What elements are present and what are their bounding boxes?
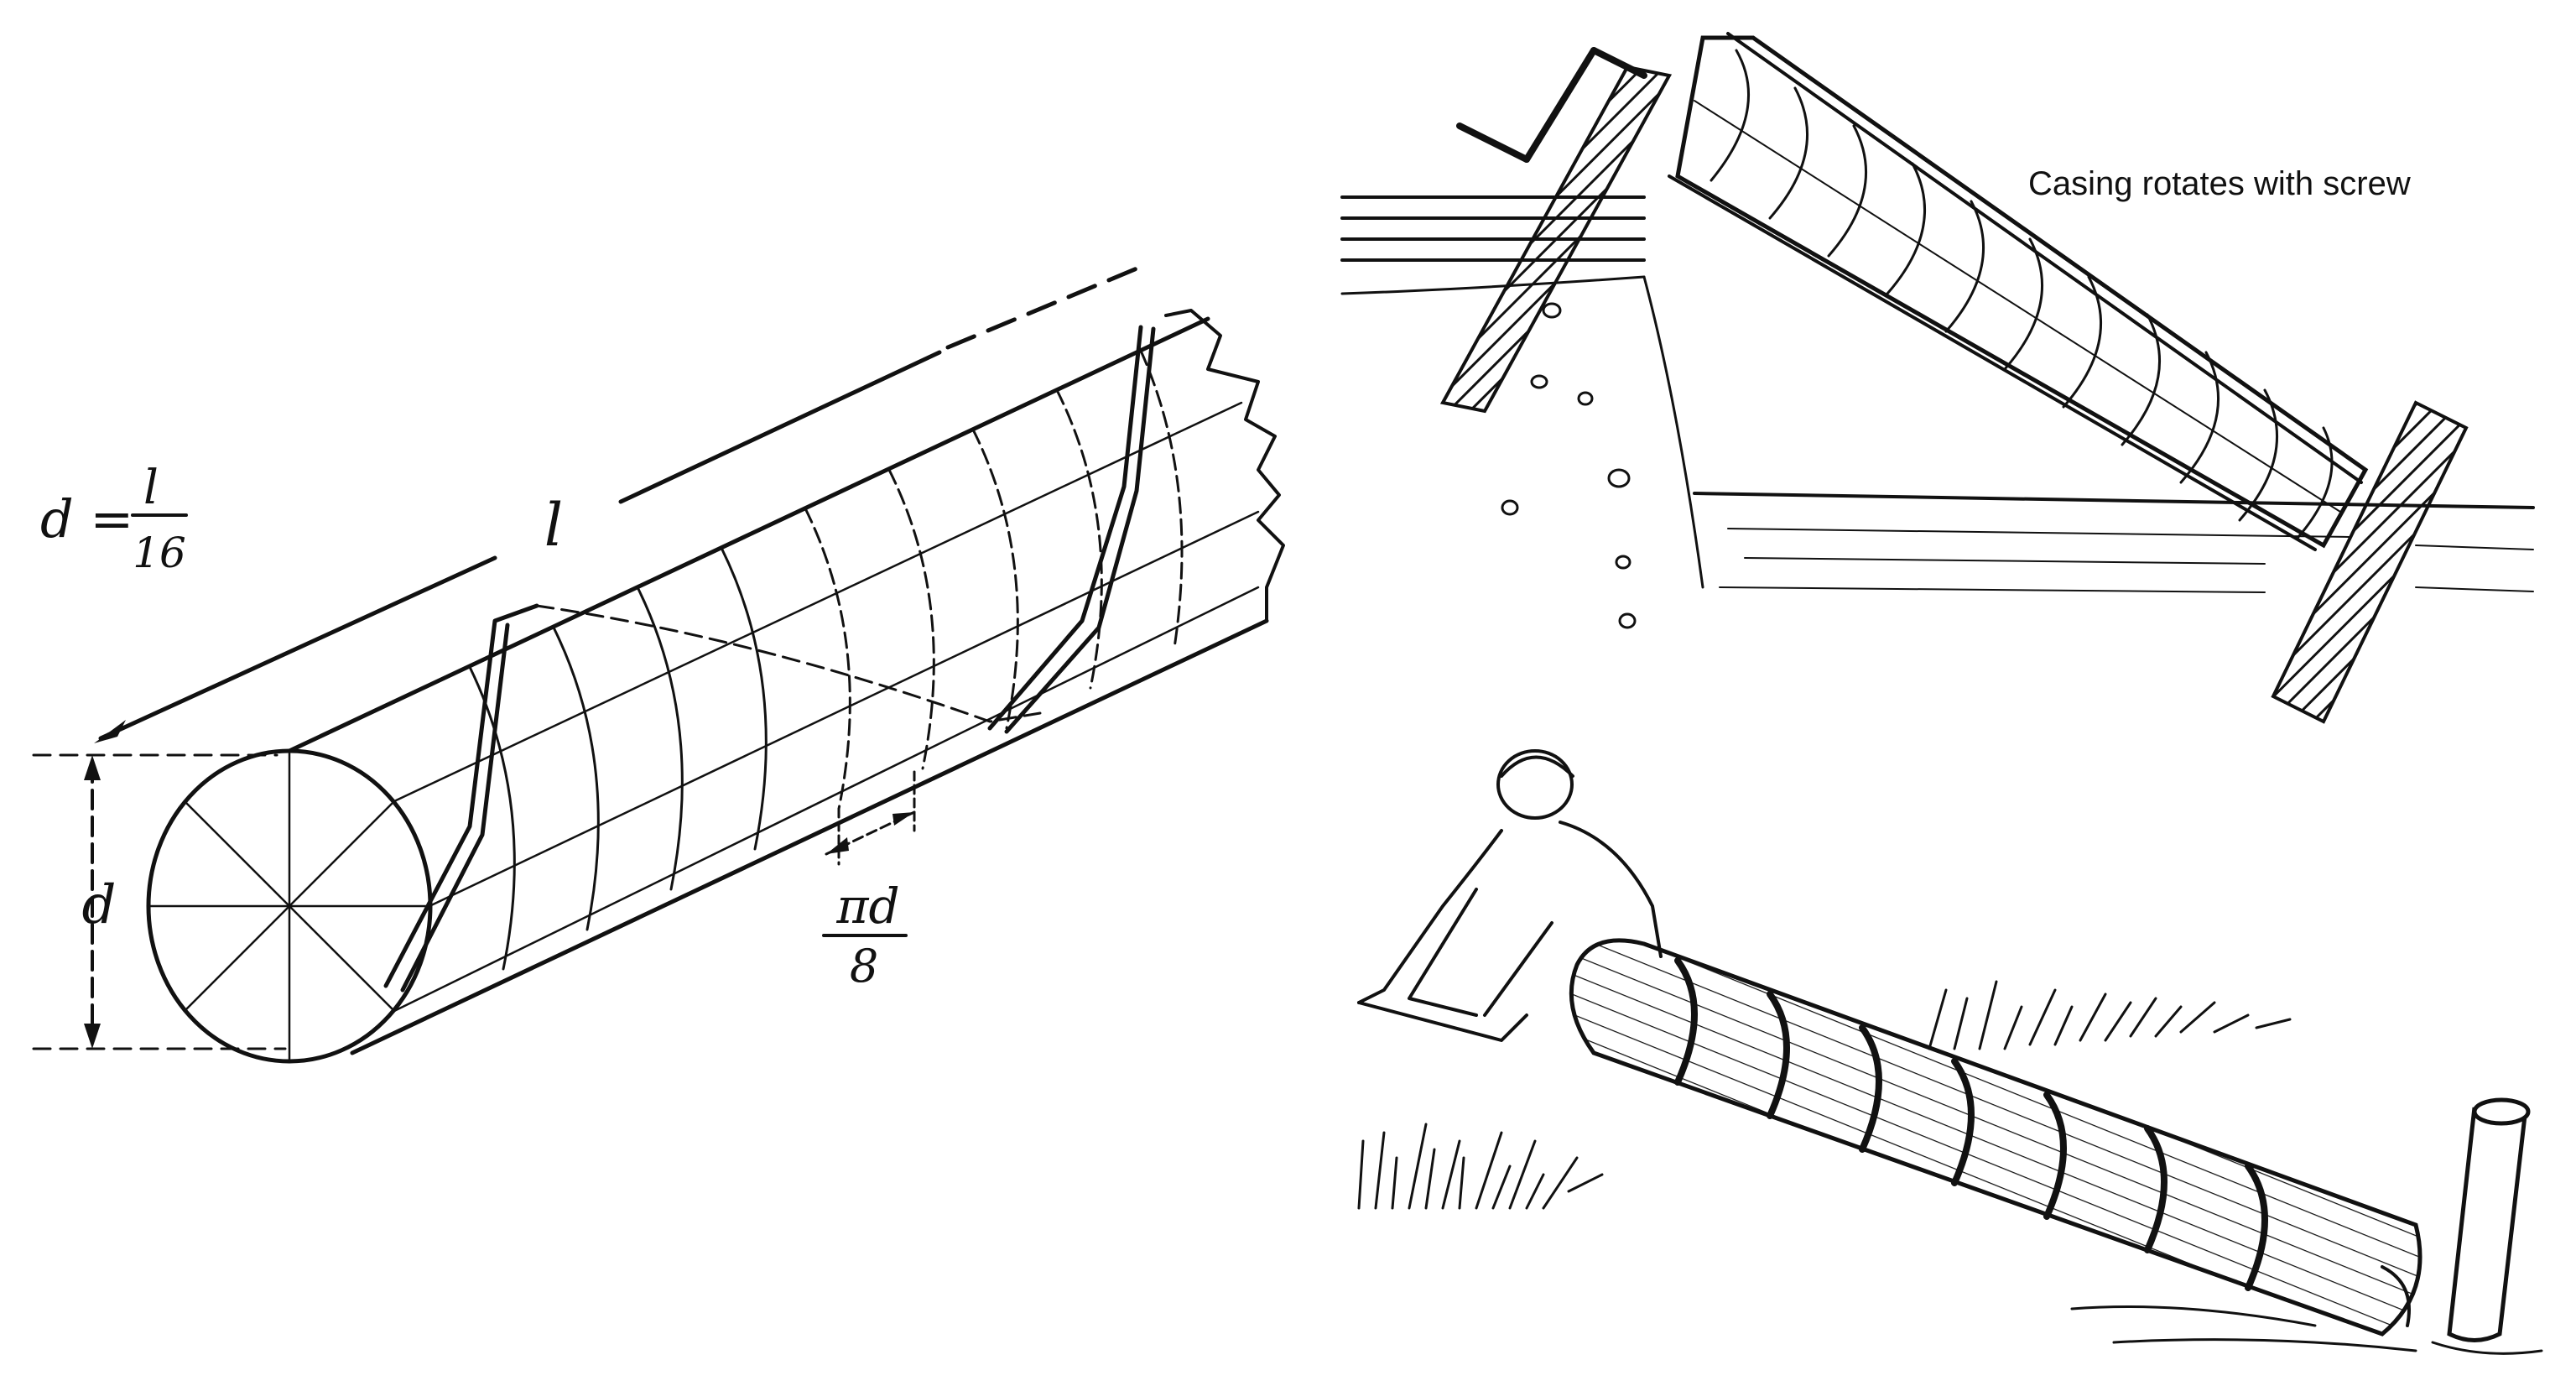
length-line-lower <box>98 555 497 741</box>
support-post <box>2447 1097 2531 1342</box>
screw-pump-section: Casing rotates with screw <box>1340 32 2535 724</box>
cylinder-rings <box>468 349 1184 971</box>
formula-lhs: d = <box>40 488 133 550</box>
casing-caption: Casing rotates with screw <box>2028 165 2411 202</box>
formula-numerator: l <box>143 461 159 515</box>
screw-shaft <box>1694 100 2341 513</box>
cylinder-top-edge <box>287 316 1210 753</box>
cylinder-body <box>146 309 1285 1064</box>
formula-d-equals-l-over-16: d = l 16 <box>40 461 188 577</box>
tube-bands <box>1674 957 2268 1291</box>
grass <box>1357 980 2292 1210</box>
diameter-label: d <box>82 874 117 936</box>
length-arrowhead <box>94 720 126 743</box>
helix-strip <box>383 325 1156 993</box>
ground-line-left <box>1340 275 1646 295</box>
upper-bearing-post <box>1439 65 1673 414</box>
length-line-dashed <box>945 264 1143 350</box>
cylinder-broken-end <box>1164 309 1285 623</box>
base-water <box>2070 1305 2543 1355</box>
cylinder-bottom-edge <box>350 618 1269 1055</box>
crank-handle <box>1456 47 1647 163</box>
screw-casing <box>1668 32 2369 551</box>
cylinder-generators <box>393 401 1260 1013</box>
person-with-screw-illustration <box>1357 749 2543 1355</box>
formula-denominator: 16 <box>133 529 186 577</box>
end-face-spokes <box>148 749 431 1063</box>
cylinder-helix-diagram: d = l 16 l d <box>32 264 1285 1064</box>
water-droplets <box>1501 302 1637 629</box>
water-ripples <box>1719 528 2534 593</box>
length-dimension: l <box>94 264 1143 743</box>
pitch-numerator: πd <box>835 878 899 935</box>
diameter-arrow-top <box>84 755 101 780</box>
diameter-arrow-bottom <box>84 1024 101 1049</box>
diameter-dimension: d <box>32 753 287 1050</box>
lower-bearing-post <box>2271 400 2469 724</box>
screw-blades <box>1710 49 2334 539</box>
pitch-dimension: πd 8 <box>822 770 916 993</box>
wooden-screw-tube <box>1569 938 2422 1336</box>
operator-head <box>1496 749 1574 820</box>
embankment-line <box>1642 275 1704 589</box>
length-line-upper <box>618 350 942 504</box>
pitch-denominator: 8 <box>850 940 878 993</box>
operator-figure <box>1357 749 1663 1042</box>
length-label: l <box>544 491 563 560</box>
